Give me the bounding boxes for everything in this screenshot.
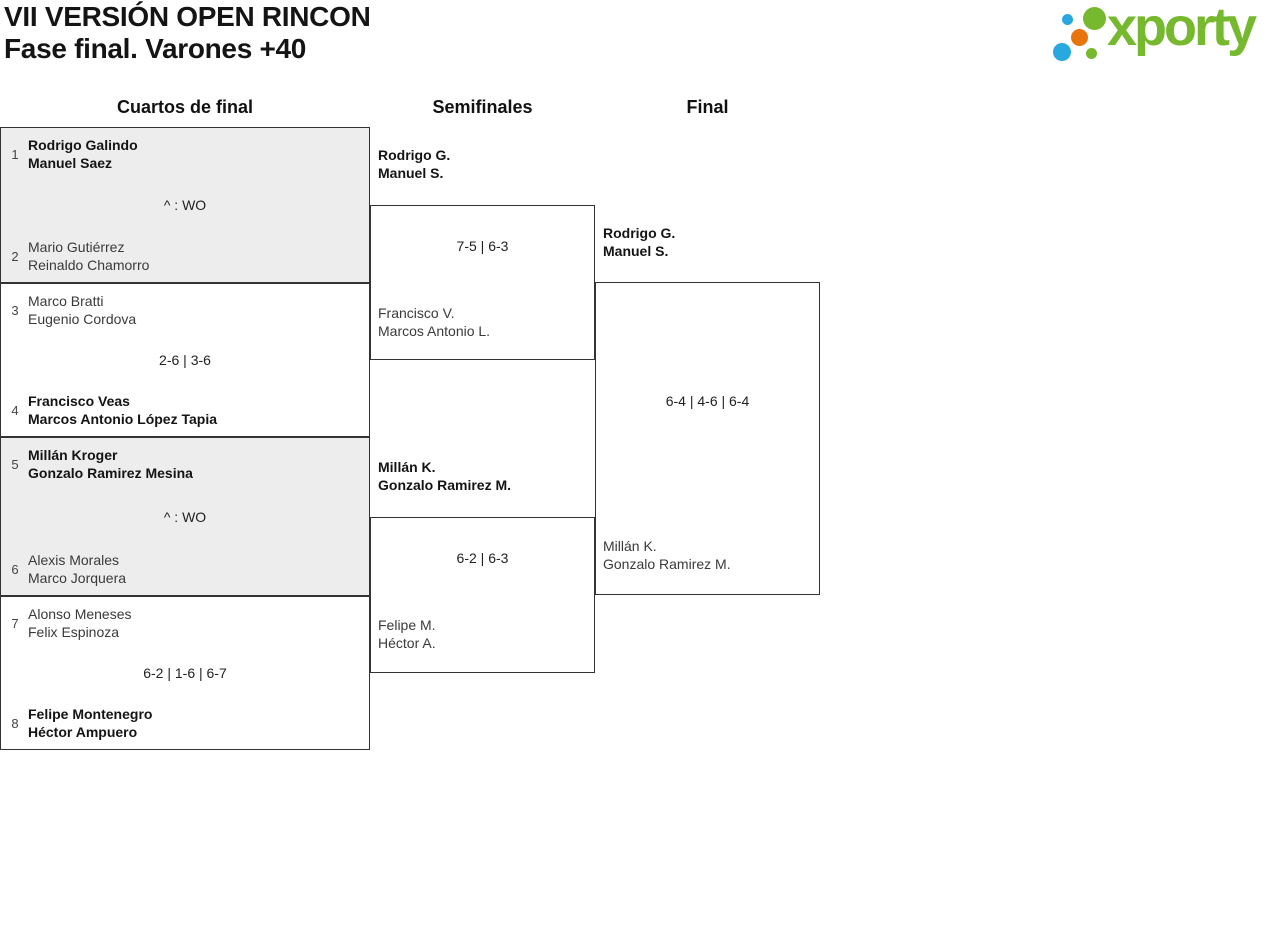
player-name: Marco Bratti (28, 293, 104, 309)
xporty-logo[interactable]: xporty (1050, 0, 1278, 68)
team-name: Millán K. Gonzalo Ramirez M. (603, 537, 731, 573)
seed-number: 6 (11, 561, 19, 577)
logo-dot-icon (1083, 7, 1106, 30)
player-name: Millán Kroger (28, 447, 118, 463)
round-header-final: Final (686, 97, 729, 117)
player-name: Francisco V. (378, 305, 455, 321)
player-name: Millán K. (603, 538, 657, 554)
match-final (595, 282, 820, 595)
seed-number: 8 (11, 715, 19, 731)
player-name: Gonzalo Ramirez Mesina (28, 465, 193, 481)
player-name: Mario Gutiérrez (28, 239, 125, 255)
team-row: 4 Francisco Veas Marcos Antonio López Ta… (1, 392, 369, 428)
team-name: Francisco V. Marcos Antonio L. (378, 304, 490, 340)
team-name: Millán K. Gonzalo Ramirez M. (378, 458, 511, 494)
match-semifinal-1 (370, 205, 595, 360)
player-name: Héctor Ampuero (28, 724, 138, 740)
player-name: Felipe M. (378, 617, 436, 633)
seed-number: 1 (11, 146, 19, 162)
match-quarterfinal-4: 7 Alonso Meneses Felix Espinoza 6-2 | 1-… (0, 596, 370, 750)
player-name: Francisco Veas (28, 393, 130, 409)
team-row: 7 Alonso Meneses Felix Espinoza (1, 605, 369, 641)
match-score: ^ : WO (163, 508, 207, 525)
seed-number: 7 (11, 615, 19, 631)
player-name: Héctor A. (378, 635, 436, 651)
team-row: 3 Marco Bratti Eugenio Cordova (1, 292, 369, 328)
player-name: Rodrigo G. (603, 225, 676, 241)
match-score: ^ : WO (163, 197, 207, 213)
player-name: Millán K. (378, 459, 436, 475)
player-name: Eugenio Cordova (28, 311, 137, 327)
player-name: Manuel S. (603, 243, 669, 259)
seed-number: 2 (11, 248, 19, 264)
round-header-quarterfinals: Cuartos de final (116, 97, 254, 117)
team-name: Rodrigo Galindo Manuel Saez (28, 136, 138, 172)
match-quarterfinal-2: 3 Marco Bratti Eugenio Cordova 2-6 | 3-6… (0, 283, 370, 437)
match-quarterfinal-1: 1 Rodrigo Galindo Manuel Saez ^ : WO 2 M… (0, 127, 370, 283)
team-row: 2 Mario Gutiérrez Reinaldo Chamorro (1, 238, 369, 274)
player-name: Reinaldo Chamorro (28, 257, 150, 273)
tournament-name: VII VERSIÓN OPEN RINCON (4, 1, 371, 32)
team-row: 8 Felipe Montenegro Héctor Ampuero (1, 705, 369, 741)
player-name: Felix Espinoza (28, 624, 120, 640)
team-name: Francisco Veas Marcos Antonio López Tapi… (28, 392, 217, 428)
player-name: Felipe Montenegro (28, 706, 153, 722)
player-name: Gonzalo Ramirez M. (603, 556, 731, 572)
player-name: Alexis Morales (28, 552, 120, 568)
match-score: 2-6 | 3-6 (159, 352, 211, 368)
team-row: 6 Alexis Morales Marco Jorquera (1, 551, 369, 587)
player-name: Manuel Saez (28, 155, 113, 171)
match-score: 6-2 | 1-6 | 6-7 (143, 665, 227, 681)
seed-number: 4 (11, 402, 19, 418)
match-score: 6-2 | 6-3 (456, 550, 509, 566)
page-title: VII VERSIÓN OPEN RINCON Fase final. Varo… (4, 1, 371, 65)
seed-number: 5 (11, 456, 19, 472)
team-name: Alonso Meneses Felix Espinoza (28, 605, 132, 641)
match-quarterfinal-3: 5 Millán Kroger Gonzalo Ramirez Mesina ^… (0, 437, 370, 596)
team-name: Mario Gutiérrez Reinaldo Chamorro (28, 238, 149, 274)
match-semifinal-2 (370, 517, 595, 673)
logo-dot-icon (1071, 29, 1088, 46)
logo-dot-icon (1062, 14, 1073, 25)
match-score: 7-5 | 6-3 (456, 238, 509, 254)
seed-number: 3 (11, 302, 19, 318)
match-score: 6-4 | 4-6 | 6-4 (665, 393, 750, 409)
logo-dot-icon (1053, 43, 1071, 61)
team-name: Marco Bratti Eugenio Cordova (28, 292, 136, 328)
player-name: Alonso Meneses (28, 606, 132, 622)
team-name: Millán Kroger Gonzalo Ramirez Mesina (28, 446, 193, 482)
player-name: Marcos Antonio L. (378, 323, 491, 339)
logo-dot-icon (1086, 48, 1097, 59)
round-header-semifinals: Semifinales (432, 97, 533, 117)
team-row: 5 Millán Kroger Gonzalo Ramirez Mesina (1, 446, 369, 482)
team-name: Rodrigo G. Manuel S. (378, 146, 450, 182)
phase-subtitle: Fase final. Varones +40 (4, 33, 307, 64)
player-name: Marco Jorquera (28, 570, 127, 586)
player-name: Marcos Antonio López Tapia (28, 411, 218, 427)
player-name: Rodrigo Galindo (28, 137, 138, 153)
player-name: Manuel S. (378, 165, 444, 181)
team-row: 1 Rodrigo Galindo Manuel Saez (1, 136, 369, 172)
team-name: Felipe Montenegro Héctor Ampuero (28, 705, 152, 741)
team-name: Felipe M. Héctor A. (378, 616, 436, 652)
team-name: Rodrigo G. Manuel S. (603, 224, 675, 260)
team-name: Alexis Morales Marco Jorquera (28, 551, 126, 587)
logo-wordmark: xporty (1107, 0, 1257, 57)
player-name: Gonzalo Ramirez M. (378, 477, 512, 493)
player-name: Rodrigo G. (378, 147, 451, 163)
